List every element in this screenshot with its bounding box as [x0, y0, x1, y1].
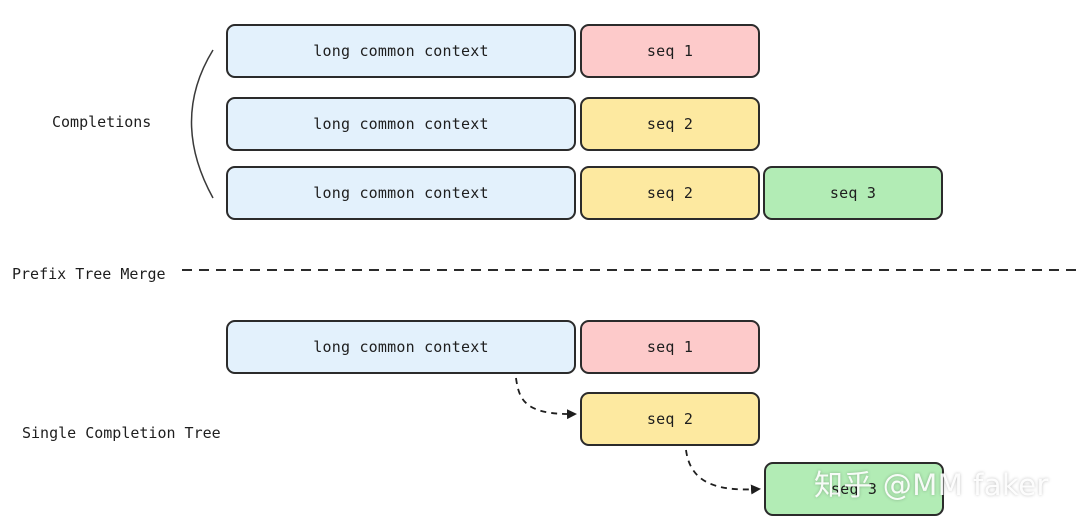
single-completion-tree-label: Single Completion Tree [22, 424, 221, 442]
completion-1-context-box: long common context [226, 24, 576, 78]
tree-seq1-box: seq 1 [580, 320, 760, 374]
tree-context-box: long common context [226, 320, 576, 374]
completion-3-seq2-box: seq 2 [580, 166, 760, 220]
completions-label: Completions [52, 113, 152, 131]
watermark-text: 知乎 @MM faker [814, 468, 1049, 502]
arrow-context-to-seq2 [515, 377, 577, 420]
completion-2-seq2-box: seq 2 [580, 97, 760, 151]
tree-seq2-box: seq 2 [580, 392, 760, 446]
completion-2-context-box: long common context [226, 97, 576, 151]
completion-1-seq1-box: seq 1 [580, 24, 760, 78]
arrow-seq2-to-seq3 [685, 449, 761, 495]
completion-3-context-box: long common context [226, 166, 576, 220]
completions-brace [190, 49, 214, 199]
prefix-tree-merge-label: Prefix Tree Merge [12, 265, 166, 283]
completion-3-seq3-box: seq 3 [763, 166, 943, 220]
